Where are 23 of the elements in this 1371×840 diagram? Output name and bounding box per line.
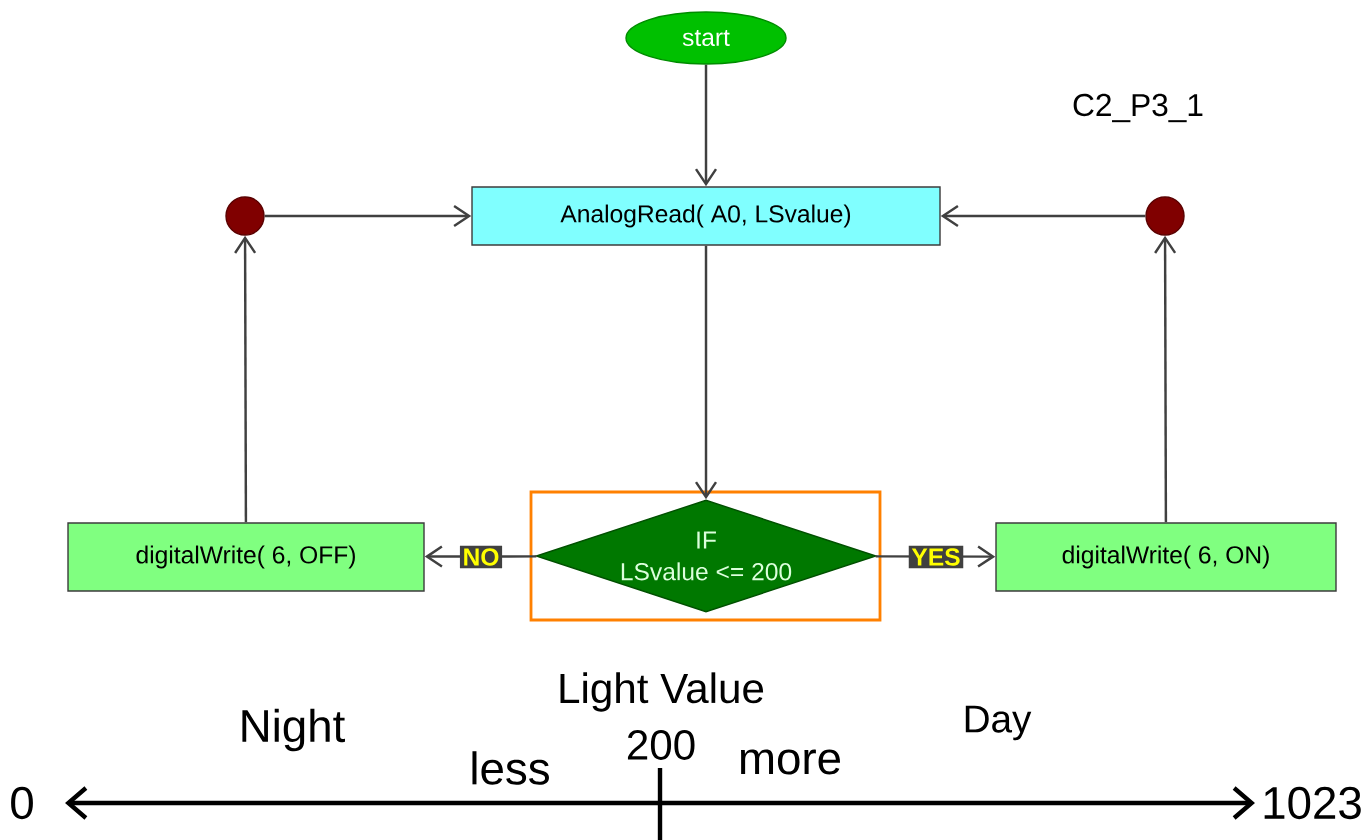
label: less [472, 751, 549, 785]
arrow [234, 235, 257, 523]
label: 200 [627, 730, 695, 760]
process-box: digitalWrite( 6, OFF) [67, 522, 425, 592]
arrow [940, 204, 1146, 228]
arrow [264, 204, 472, 228]
edge-label: YES [908, 545, 964, 569]
label: Day [965, 705, 1032, 741]
arrow [1154, 235, 1177, 523]
terminal-oval: start [625, 11, 787, 65]
arrow [695, 64, 718, 187]
process-box: digitalWrite( 6, ON) [995, 522, 1337, 592]
arrow [695, 245, 718, 500]
connector-dot [1145, 196, 1185, 236]
connector-dot [225, 196, 265, 236]
edge-label: NO [459, 545, 503, 569]
process-box: AnalogRead( A0, LSvalue) [471, 186, 941, 246]
label: 0 [11, 786, 33, 820]
label: 1023 [1264, 786, 1361, 820]
label: more [741, 749, 840, 775]
label: Light Value [560, 672, 764, 712]
label: C2_P3_1 [1073, 93, 1203, 123]
label: Night [242, 708, 345, 752]
